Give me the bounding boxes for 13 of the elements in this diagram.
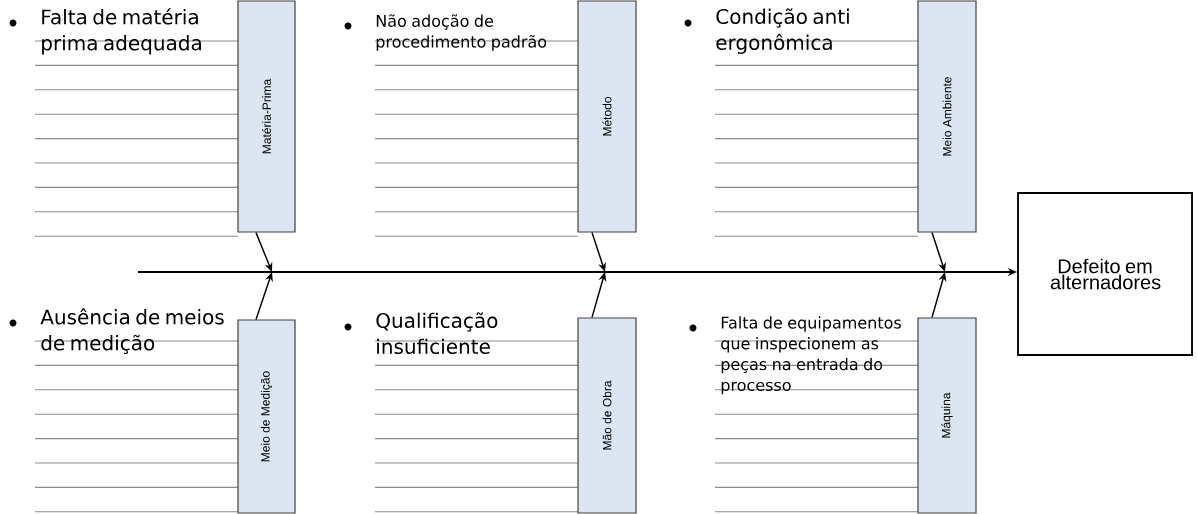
category-box: Método bbox=[577, 0, 637, 233]
cause-text: Falta de equipamentos que inspecionem as peças na entrada do processo bbox=[721, 316, 901, 395]
cause-text: Qualificação insuficiente bbox=[376, 312, 498, 355]
cause-text: Ausência de meios de medição bbox=[40, 308, 224, 355]
cause-text: Condição anti ergonômica bbox=[716, 8, 849, 54]
cause-text: Falta de matéria prima adequada bbox=[42, 8, 201, 55]
cause-text: Não adoção de procedimento padrão bbox=[376, 14, 547, 51]
category-box: Mão de Obra bbox=[577, 317, 637, 514]
effect-box: Defeito em alternadores bbox=[1017, 192, 1193, 356]
category-box: Máquina bbox=[917, 317, 977, 514]
category-box: Meio de Medição bbox=[237, 319, 296, 514]
category-box: Matéria-Prima bbox=[237, 0, 296, 233]
category-box: Meio Ambiente bbox=[917, 0, 977, 233]
